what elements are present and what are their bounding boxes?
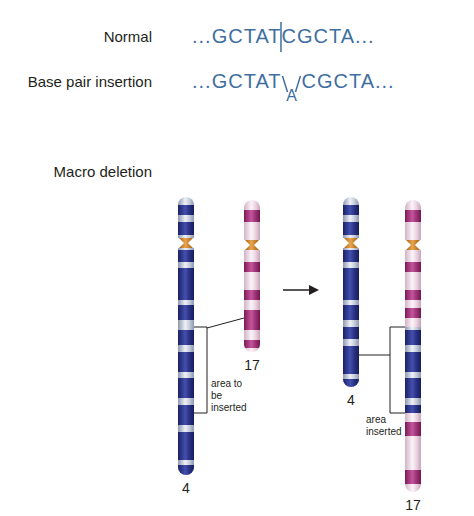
dna-sequence: ...GCTAT xyxy=(192,70,281,93)
chromosome: 17 xyxy=(393,200,433,513)
chromosome-band xyxy=(244,210,260,222)
chromosome-shape xyxy=(405,200,421,492)
chromosome-band xyxy=(178,352,194,372)
row-heading: Base pair insertion xyxy=(0,73,152,90)
chromosome-body xyxy=(178,197,194,475)
centromere xyxy=(344,238,358,248)
chromosome-band xyxy=(405,378,421,398)
chromosome-body xyxy=(244,200,260,352)
chromosome-band xyxy=(405,470,421,484)
chromosome-body xyxy=(343,197,359,387)
row-heading: Normal xyxy=(0,28,152,45)
chromosome-band xyxy=(405,405,421,413)
chromosome-band xyxy=(244,340,260,348)
chromosome-band xyxy=(343,222,359,235)
chromosome: 4 xyxy=(166,197,206,496)
centromere xyxy=(406,240,420,250)
chromosome-number: 4 xyxy=(182,480,190,496)
chromosome-band xyxy=(405,422,421,436)
chromosome-band xyxy=(178,250,194,262)
callout-label: area to be inserted xyxy=(211,378,255,414)
centromere-gap xyxy=(343,238,359,248)
chromosome-band xyxy=(343,250,359,262)
chromosome-band xyxy=(244,310,260,330)
centromere-gap xyxy=(405,240,421,250)
chromosome-band xyxy=(178,405,194,425)
chromosome-band xyxy=(343,205,359,215)
chromosome-number: 17 xyxy=(244,357,260,373)
chromosome-band xyxy=(178,222,194,235)
row-heading: Macro deletion xyxy=(0,163,152,180)
transition-arrow xyxy=(283,289,311,291)
chromosome-shape xyxy=(178,197,194,475)
chromosome-band xyxy=(178,305,194,320)
chromosome-band xyxy=(405,327,421,413)
chromosome-band xyxy=(405,330,421,345)
chromosome-band xyxy=(178,378,194,398)
chromosome: 4 xyxy=(331,197,371,408)
chromosome-band xyxy=(405,308,421,318)
chromosome-band xyxy=(178,330,194,345)
centromere xyxy=(179,238,193,248)
chromosome-band xyxy=(178,465,194,475)
inserted-base: A xyxy=(286,87,297,105)
chromosome-shape xyxy=(343,197,359,387)
chromosome-band xyxy=(178,268,194,300)
chromosome-number: 17 xyxy=(405,497,421,513)
dna-sequence: CGCTA... xyxy=(301,70,394,93)
centromere xyxy=(245,240,259,250)
bracket xyxy=(194,327,207,413)
arrow-head xyxy=(309,285,319,295)
chromosome-band xyxy=(244,290,260,300)
chromosome-shape xyxy=(244,200,260,352)
leader-line xyxy=(359,355,390,356)
chromosome-number: 4 xyxy=(347,392,355,408)
centromere-gap xyxy=(244,240,260,250)
chromosome-band xyxy=(343,346,359,374)
chromosome-band xyxy=(244,262,260,272)
centromere-gap xyxy=(178,238,194,248)
chromosome-band xyxy=(343,268,359,300)
chromosome-band xyxy=(343,379,359,387)
callout-label: area inserted xyxy=(366,414,408,438)
chromosome-band xyxy=(405,210,421,222)
chromosome-band xyxy=(405,262,421,272)
chromosome-band xyxy=(343,327,359,339)
chromosome-band xyxy=(405,290,421,300)
chromosome-band xyxy=(343,305,359,320)
leader-line xyxy=(207,318,244,328)
chromosome-body xyxy=(405,200,421,492)
chromosome-band xyxy=(178,205,194,215)
chromosome-band xyxy=(405,352,421,372)
dna-sequence: ...GCTATCGCTA... xyxy=(192,25,375,48)
bracket xyxy=(390,327,405,413)
chromosome-band xyxy=(178,432,194,460)
chromosome: 17 xyxy=(232,200,272,373)
